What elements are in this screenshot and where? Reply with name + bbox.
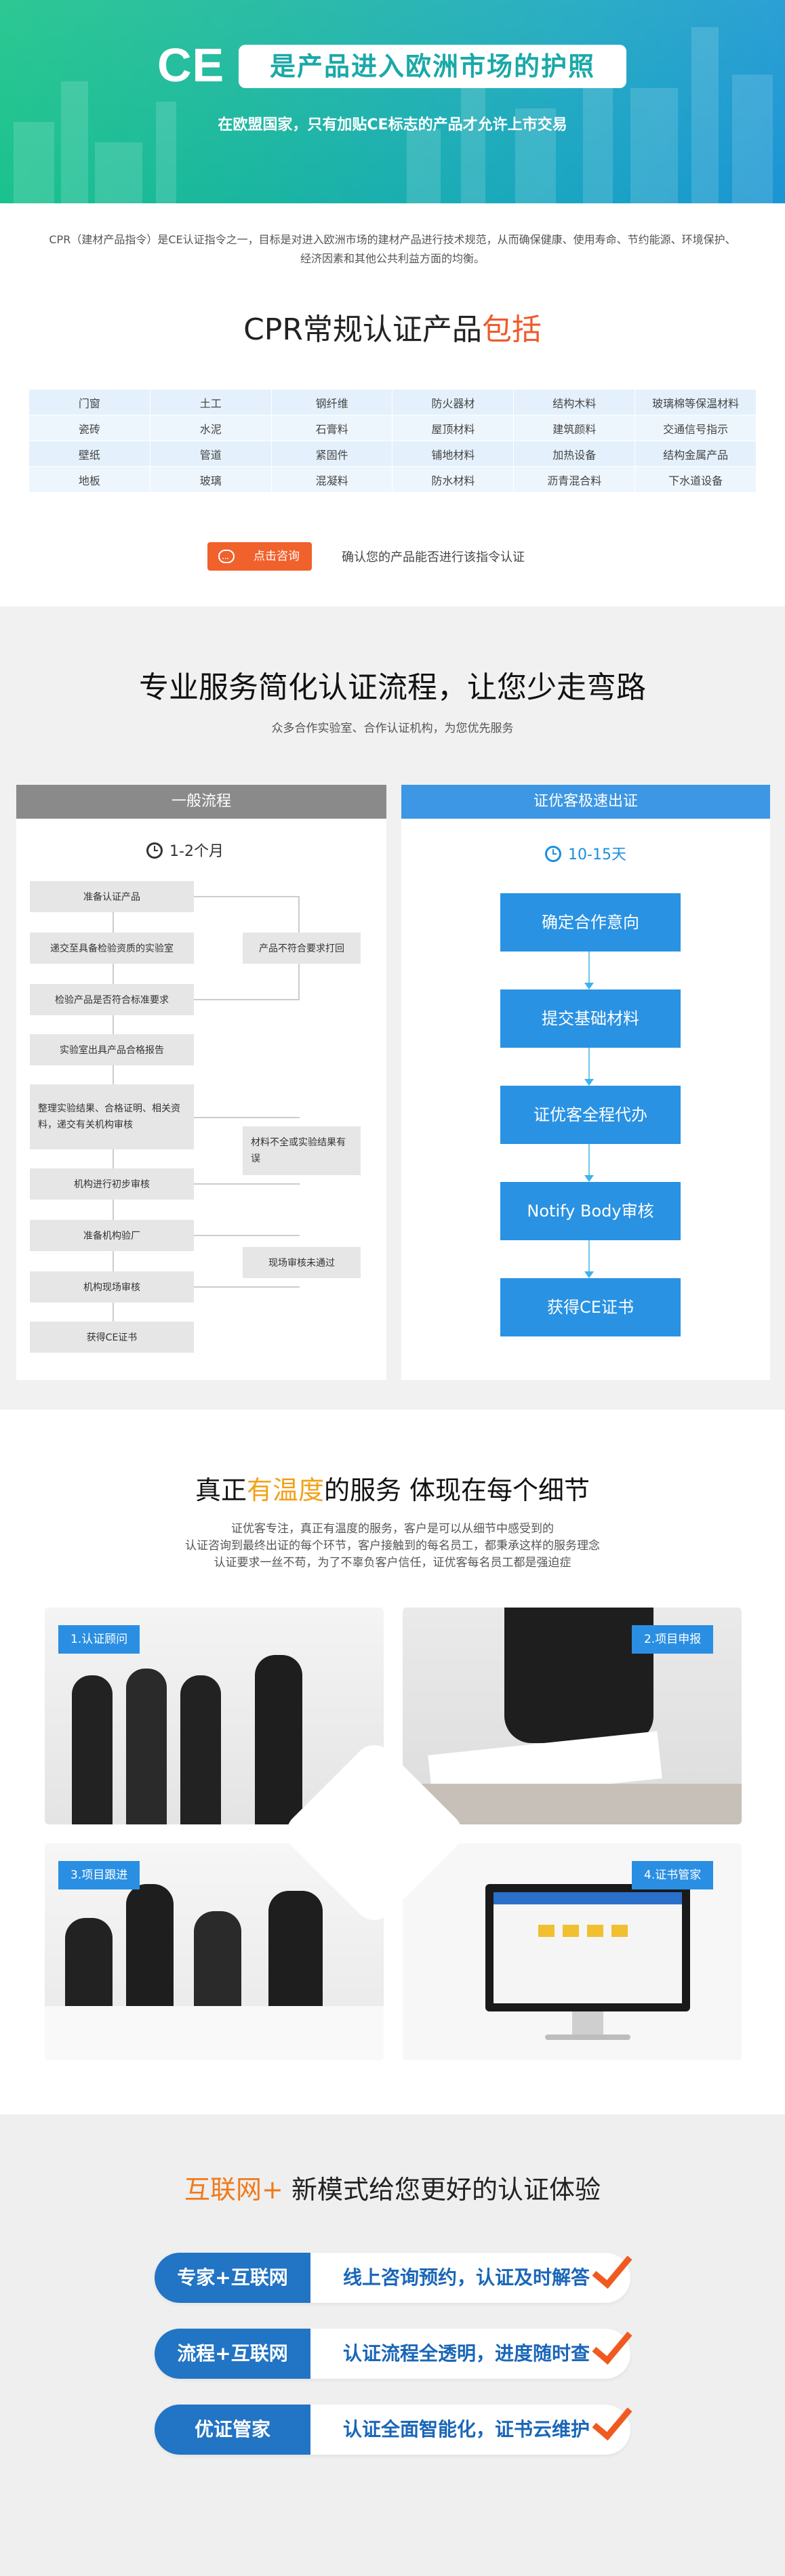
table-cell: 水泥 [149, 415, 272, 441]
clock-icon [545, 846, 562, 862]
feature-text: 认证全面智能化，证书云维护 [343, 2418, 590, 2440]
table-cell: 石膏料 [270, 415, 393, 441]
feature-row: 流程+互联网 认证流程全透明，进度随时查 [155, 2329, 630, 2379]
table-cell: 土工 [149, 389, 272, 415]
table-row: 瓷砖水泥石膏料屋顶材料建筑颜料交通信号指示 [28, 415, 757, 441]
table-cell: 钢纤维 [270, 389, 393, 415]
warm-title-b: 的服务 体现在每个细节 [323, 1475, 590, 1505]
warm-line: 认证要求一丝不苟，为了不辜负客户信任，证优客每名员工都是强迫症 [214, 1556, 571, 1570]
tag-project-application: 2.项目申报 [632, 1625, 714, 1654]
general-side-note: 现场审核未通过 [243, 1247, 361, 1278]
general-process-header: 一般流程 [16, 785, 386, 819]
table-cell: 门窗 [28, 389, 150, 415]
tag-consultant: 1.认证顾问 [58, 1625, 140, 1654]
general-step: 递交至具备检验资质的实验室 [30, 933, 194, 964]
clock-icon [146, 842, 163, 859]
warm-title-a: 真正 [195, 1475, 247, 1505]
table-cell: 壁纸 [28, 441, 150, 467]
general-duration: 1-2个月 [0, 839, 370, 861]
tag-project-followup: 3.项目跟进 [58, 1861, 140, 1889]
table-cell: 瓷砖 [28, 415, 150, 441]
express-step: 获得CE证书 [500, 1278, 681, 1336]
general-side-note: 产品不符合要求打回 [243, 933, 361, 964]
arrow-down-icon [584, 952, 594, 989]
process-title: 专业服务简化认证流程，让您少走弯路 [139, 670, 646, 705]
feature-label: 专家+互联网 [155, 2253, 310, 2303]
arrow-down-icon [584, 1048, 594, 1086]
tag-certificate-manager: 4.证书管家 [632, 1861, 714, 1889]
express-step: 提交基础材料 [500, 989, 681, 1048]
table-cell: 下水道设备 [635, 466, 757, 493]
table-cell: 交通信号指示 [635, 415, 757, 441]
general-step: 准备机构验厂 [30, 1220, 194, 1251]
warm-line: 认证咨询到最终出证的每个环节，客户接触到的每名员工，都秉承这样的服务理念 [185, 1539, 600, 1553]
table-cell: 玻璃棉等保温材料 [635, 389, 757, 415]
hero-headline: 是产品进入欧洲市场的护照 [239, 45, 626, 88]
general-step: 机构现场审核 [30, 1271, 194, 1303]
general-side-note: 材料不全或实验结果有误 [243, 1126, 361, 1175]
table-cell: 建筑颜料 [513, 415, 636, 441]
table-row: 地板玻璃混凝料防水材料沥青混合料下水道设备 [28, 466, 757, 493]
table-cell: 混凝料 [270, 466, 393, 493]
table-row: 壁纸管道紧固件铺地材料加热设备结构金属产品 [28, 441, 757, 467]
consult-button[interactable]: 点击咨询 [207, 542, 312, 573]
general-step: 准备认证产品 [30, 881, 194, 912]
internet-title-highlight: 互联网+ [184, 2175, 283, 2205]
express-step: 证优客全程代办 [500, 1086, 681, 1144]
ce-logo-text: CE [157, 39, 225, 91]
table-cell: 屋顶材料 [392, 415, 515, 441]
table-row: 门窗土工钢纤维防火器材结构木料玻璃棉等保温材料 [28, 389, 757, 415]
warm-description: 证优客专注，真正有温度的服务，客户是可以从细节中感受到的 认证咨询到最终出证的每… [102, 1521, 683, 1572]
express-process-header: 证优客极速出证 [401, 785, 770, 819]
certificate-manager-photo [403, 1843, 742, 2060]
general-duration-text: 1-2个月 [169, 843, 224, 860]
warm-line: 证优客专注，真正有温度的服务，客户是可以从细节中感受到的 [231, 1522, 554, 1536]
table-cell: 铺地材料 [392, 441, 515, 467]
general-step: 机构进行初步审核 [30, 1168, 194, 1200]
hero-subline: 在欧盟国家，只有加贴CE标志的产品才允许上市交易 [218, 117, 567, 134]
arrow-down-icon [584, 1144, 594, 1182]
consult-note: 确认您的产品能否进行该指令认证 [342, 550, 525, 565]
process-subtitle: 众多合作实验室、合作认证机构，为您优先服务 [271, 722, 514, 735]
consult-button-label: 点击咨询 [254, 550, 300, 563]
products-title-highlight: 包括 [481, 312, 542, 347]
feature-text: 线上咨询预约，认证及时解答 [343, 2266, 590, 2289]
table-cell: 管道 [149, 441, 272, 467]
table-cell: 结构金属产品 [635, 441, 757, 467]
cpr-intro-text: CPR（建材产品指令）是CE认证指令之一，目标是对进入欧洲市场的建材产品进行技术… [49, 233, 736, 265]
arrow-down-icon [584, 1240, 594, 1278]
express-step: Notify Body审核 [500, 1182, 681, 1240]
express-step: 确定合作意向 [500, 893, 681, 952]
table-cell: 紧固件 [270, 441, 393, 467]
table-cell: 地板 [28, 466, 150, 493]
warm-title-highlight: 有温度 [246, 1475, 324, 1505]
hero-banner: CE 是产品进入欧洲市场的护照 在欧盟国家，只有加贴CE标志的产品才允许上市交易 [0, 0, 785, 203]
table-cell: 防水材料 [392, 466, 515, 493]
feature-label: 优证管家 [155, 2405, 310, 2455]
feature-text: 认证流程全透明，进度随时查 [343, 2342, 590, 2365]
general-step: 检验产品是否符合标准要求 [30, 984, 194, 1015]
general-step: 整理实验结果、合格证明、相关资料，递交有关机构审核 [30, 1084, 194, 1149]
table-cell: 加热设备 [513, 441, 636, 467]
product-table: 门窗土工钢纤维防火器材结构木料玻璃棉等保温材料 瓷砖水泥石膏料屋顶材料建筑颜料交… [28, 389, 757, 493]
chat-bubble-icon [218, 545, 235, 573]
table-cell: 玻璃 [149, 466, 272, 493]
table-cell: 防火器材 [392, 389, 515, 415]
express-duration-text: 10-15天 [568, 846, 626, 863]
express-duration: 10-15天 [401, 842, 770, 864]
table-cell: 沥青混合料 [513, 466, 636, 493]
internet-title: 互联网+ 新模式给您更好的认证体验 [0, 2169, 785, 2206]
products-title-main: CPR常规认证产品 [243, 312, 482, 347]
internet-title-rest: 新模式给您更好的认证体验 [283, 2175, 601, 2205]
products-title: CPR常规认证产品包括 [0, 305, 785, 348]
general-step: 实验室出具产品合格报告 [30, 1034, 194, 1065]
project-application-photo [403, 1608, 742, 1824]
warm-title: 真正有温度的服务 体现在每个细节 [0, 1469, 785, 1507]
table-cell: 结构木料 [513, 389, 636, 415]
general-step: 获得CE证书 [30, 1322, 194, 1353]
feature-label: 流程+互联网 [155, 2329, 310, 2379]
feature-row: 优证管家 认证全面智能化，证书云维护 [155, 2405, 630, 2455]
feature-row: 专家+互联网 线上咨询预约，认证及时解答 [155, 2253, 630, 2303]
